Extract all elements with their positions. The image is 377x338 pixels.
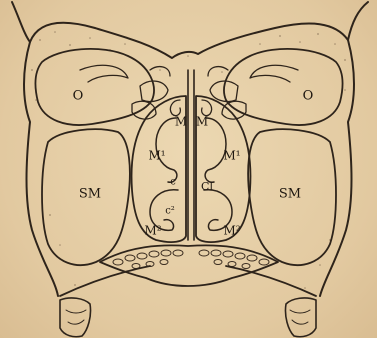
left-tooth xyxy=(60,298,91,337)
right-tooth-detail xyxy=(290,310,310,324)
left-orbit-inner-fold xyxy=(80,65,128,82)
label-concha-mark: c xyxy=(170,177,176,188)
left-orbit xyxy=(35,49,154,125)
outer-bone-outline xyxy=(12,2,368,58)
label-left-meatus: M xyxy=(175,115,187,129)
nasal-septum xyxy=(188,70,194,240)
left-tooth-detail xyxy=(66,310,86,324)
label-left-middle-meatus: M¹ xyxy=(148,149,165,163)
palate-bone-cells xyxy=(113,250,269,269)
right-orbit xyxy=(224,49,343,125)
label-septum-cavity: Cl xyxy=(201,180,213,193)
hard-palate xyxy=(100,245,278,286)
right-tooth xyxy=(285,298,316,337)
label-right-meatus: M xyxy=(196,115,208,129)
right-lateral-wall xyxy=(320,40,354,296)
label-concha-mark-lower: c² xyxy=(165,206,175,217)
left-superior-concha xyxy=(170,100,180,116)
right-superior-concha xyxy=(202,100,212,116)
label-right-inferior-meatus: M² xyxy=(223,224,240,238)
label-left-maxillary-sinus: SM xyxy=(79,187,101,202)
right-orbit-inner-fold xyxy=(250,65,298,82)
alveolar-arch xyxy=(60,266,316,296)
label-left-orbit: O xyxy=(73,89,84,104)
left-lateral-wall xyxy=(24,42,58,296)
label-right-orbit: O xyxy=(303,89,314,104)
label-right-middle-meatus: M¹ xyxy=(223,149,240,163)
label-right-maxillary-sinus: SM xyxy=(279,187,301,202)
label-left-inferior-meatus: M² xyxy=(144,224,161,238)
